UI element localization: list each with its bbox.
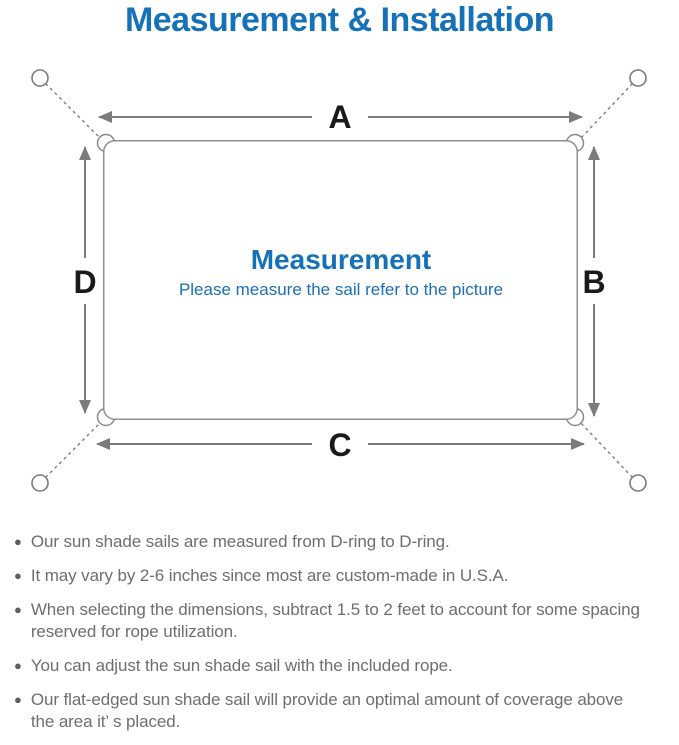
guy-line-top-right	[579, 83, 634, 140]
note-text: You can adjust the sun shade sail with t…	[30, 656, 453, 675]
list-item: ● You can adjust the sun shade sail with…	[14, 655, 673, 677]
dim-a-label: A	[328, 99, 351, 135]
anchor-ring-icon-top-left	[31, 69, 49, 87]
note-text: It may vary by 2-6 inches since most are…	[30, 566, 509, 585]
guy-line-top-left	[45, 83, 102, 140]
bullet-dot-icon: ●	[14, 658, 22, 673]
bullet-dot-icon: ●	[14, 602, 22, 617]
bullet-dot-icon: ●	[14, 692, 22, 707]
page-title: Measurement & Installation	[124, 1, 555, 39]
list-item: ● When selecting the dimensions, subtrac…	[14, 599, 673, 643]
anchor-ring-icon-bottom-right	[629, 474, 647, 492]
corner-guy-lines	[45, 83, 634, 478]
dim-c-label: C	[328, 427, 351, 463]
note-text: Our sun shade sails are measured from D-…	[30, 532, 450, 551]
diagram-center-title: Measurement	[251, 244, 432, 275]
note-text: When selecting the dimensions, subtract …	[30, 600, 640, 641]
notes-list: ● Our sun shade sails are measured from …	[14, 531, 673, 745]
guy-line-bottom-left	[45, 421, 102, 478]
list-item: ● Our flat-edged sun shade sail will pro…	[14, 689, 673, 733]
note-text: Our flat-edged sun shade sail will provi…	[30, 690, 624, 731]
measurement-diagram: A C D B Measurement Please measure the s…	[31, 69, 647, 492]
anchor-ring-icon-bottom-left	[31, 474, 49, 492]
list-item: ● It may vary by 2-6 inches since most a…	[14, 565, 673, 587]
dim-d-label: D	[73, 264, 96, 300]
dim-b-label: B	[582, 264, 605, 300]
list-item: ● Our sun shade sails are measured from …	[14, 531, 673, 553]
shade-sail-outline	[103, 140, 578, 420]
bullet-dot-icon: ●	[14, 568, 22, 583]
anchor-points	[31, 69, 647, 492]
anchor-ring-icon-top-right	[629, 69, 647, 87]
guy-line-bottom-right	[579, 421, 634, 478]
diagram-center-subtitle: Please measure the sail refer to the pic…	[179, 280, 503, 299]
bullet-dot-icon: ●	[14, 534, 22, 549]
